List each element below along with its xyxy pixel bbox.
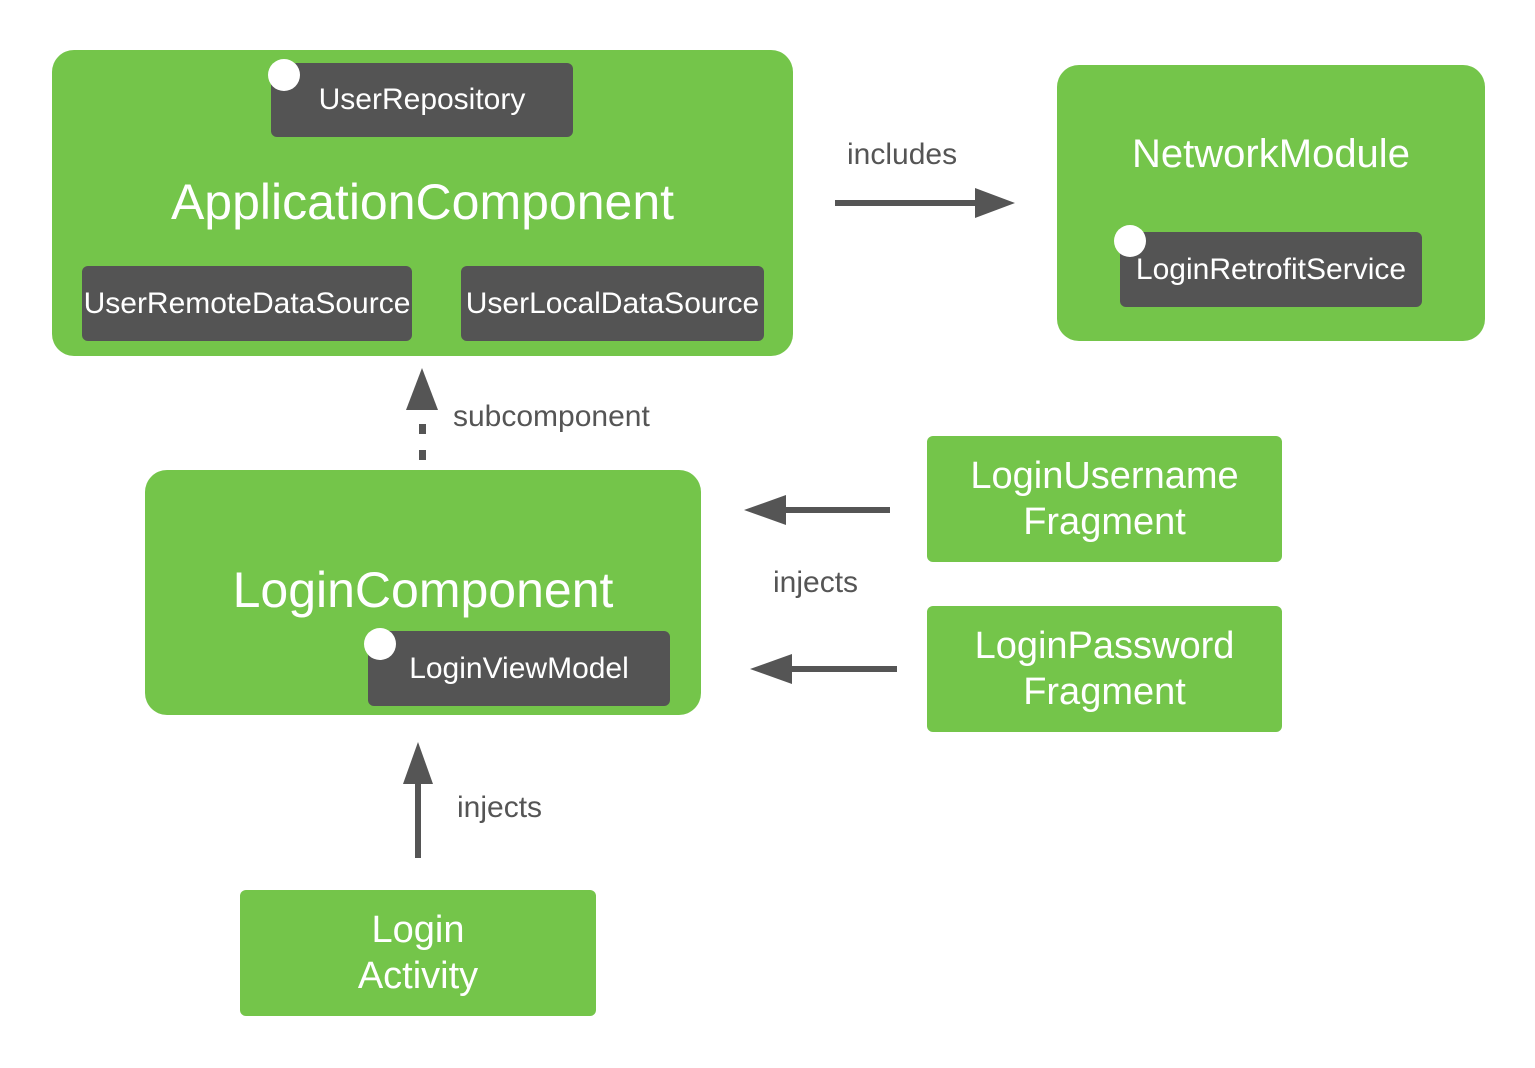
user-repository-scope-dot	[268, 59, 300, 91]
user-remote-data-source-chip: UserRemoteDataSource	[82, 266, 412, 341]
activity-injects-arrow	[403, 742, 433, 858]
login-activity-line2: Activity	[357, 955, 479, 997]
login-username-fragment-line1: LoginUsername	[970, 455, 1239, 497]
user-remote-data-source-label: UserRemoteDataSource	[83, 286, 411, 320]
username-injects-arrow	[744, 495, 890, 525]
login-password-fragment-line2: Fragment	[1023, 671, 1186, 713]
user-local-data-source-label: UserLocalDataSource	[465, 286, 760, 320]
login-username-fragment-box: LoginUsername Fragment	[927, 436, 1282, 562]
login-component-title: LoginComponent	[232, 562, 614, 618]
login-password-fragment-box: LoginPassword Fragment	[927, 606, 1282, 732]
login-activity-box: Login Activity	[240, 890, 596, 1016]
subcomponent-arrow	[406, 368, 438, 460]
subcomponent-label: subcomponent	[453, 400, 650, 433]
login-view-model-label: LoginViewModel	[409, 651, 629, 685]
login-view-model-scope-dot	[364, 628, 396, 660]
login-retrofit-service-chip: LoginRetrofitService	[1120, 232, 1422, 307]
user-repository-label: UserRepository	[318, 83, 526, 116]
network-module-box: NetworkModule LoginRetrofitService	[1057, 65, 1485, 341]
network-module-title: NetworkModule	[1132, 132, 1410, 176]
login-retrofit-service-label: LoginRetrofitService	[1135, 252, 1407, 286]
login-view-model-chip: LoginViewModel	[368, 631, 670, 706]
login-retrofit-service-scope-dot	[1114, 225, 1146, 257]
login-username-fragment-line2: Fragment	[1023, 501, 1186, 543]
fragments-injects-label: injects	[773, 566, 859, 599]
application-component-title: ApplicationComponent	[170, 174, 675, 230]
password-injects-arrow	[750, 654, 897, 684]
login-password-fragment-line1: LoginPassword	[974, 625, 1235, 667]
activity-injects-label: injects	[457, 791, 543, 824]
login-component-box: LoginComponent LoginViewModel	[145, 470, 701, 715]
application-component-box: UserRepository ApplicationComponent User…	[52, 50, 793, 356]
includes-arrow	[835, 188, 1015, 218]
includes-label: includes	[847, 138, 958, 171]
login-activity-line1: Login	[371, 909, 465, 951]
user-repository-chip: UserRepository	[271, 63, 573, 137]
user-local-data-source-chip: UserLocalDataSource	[461, 266, 764, 341]
